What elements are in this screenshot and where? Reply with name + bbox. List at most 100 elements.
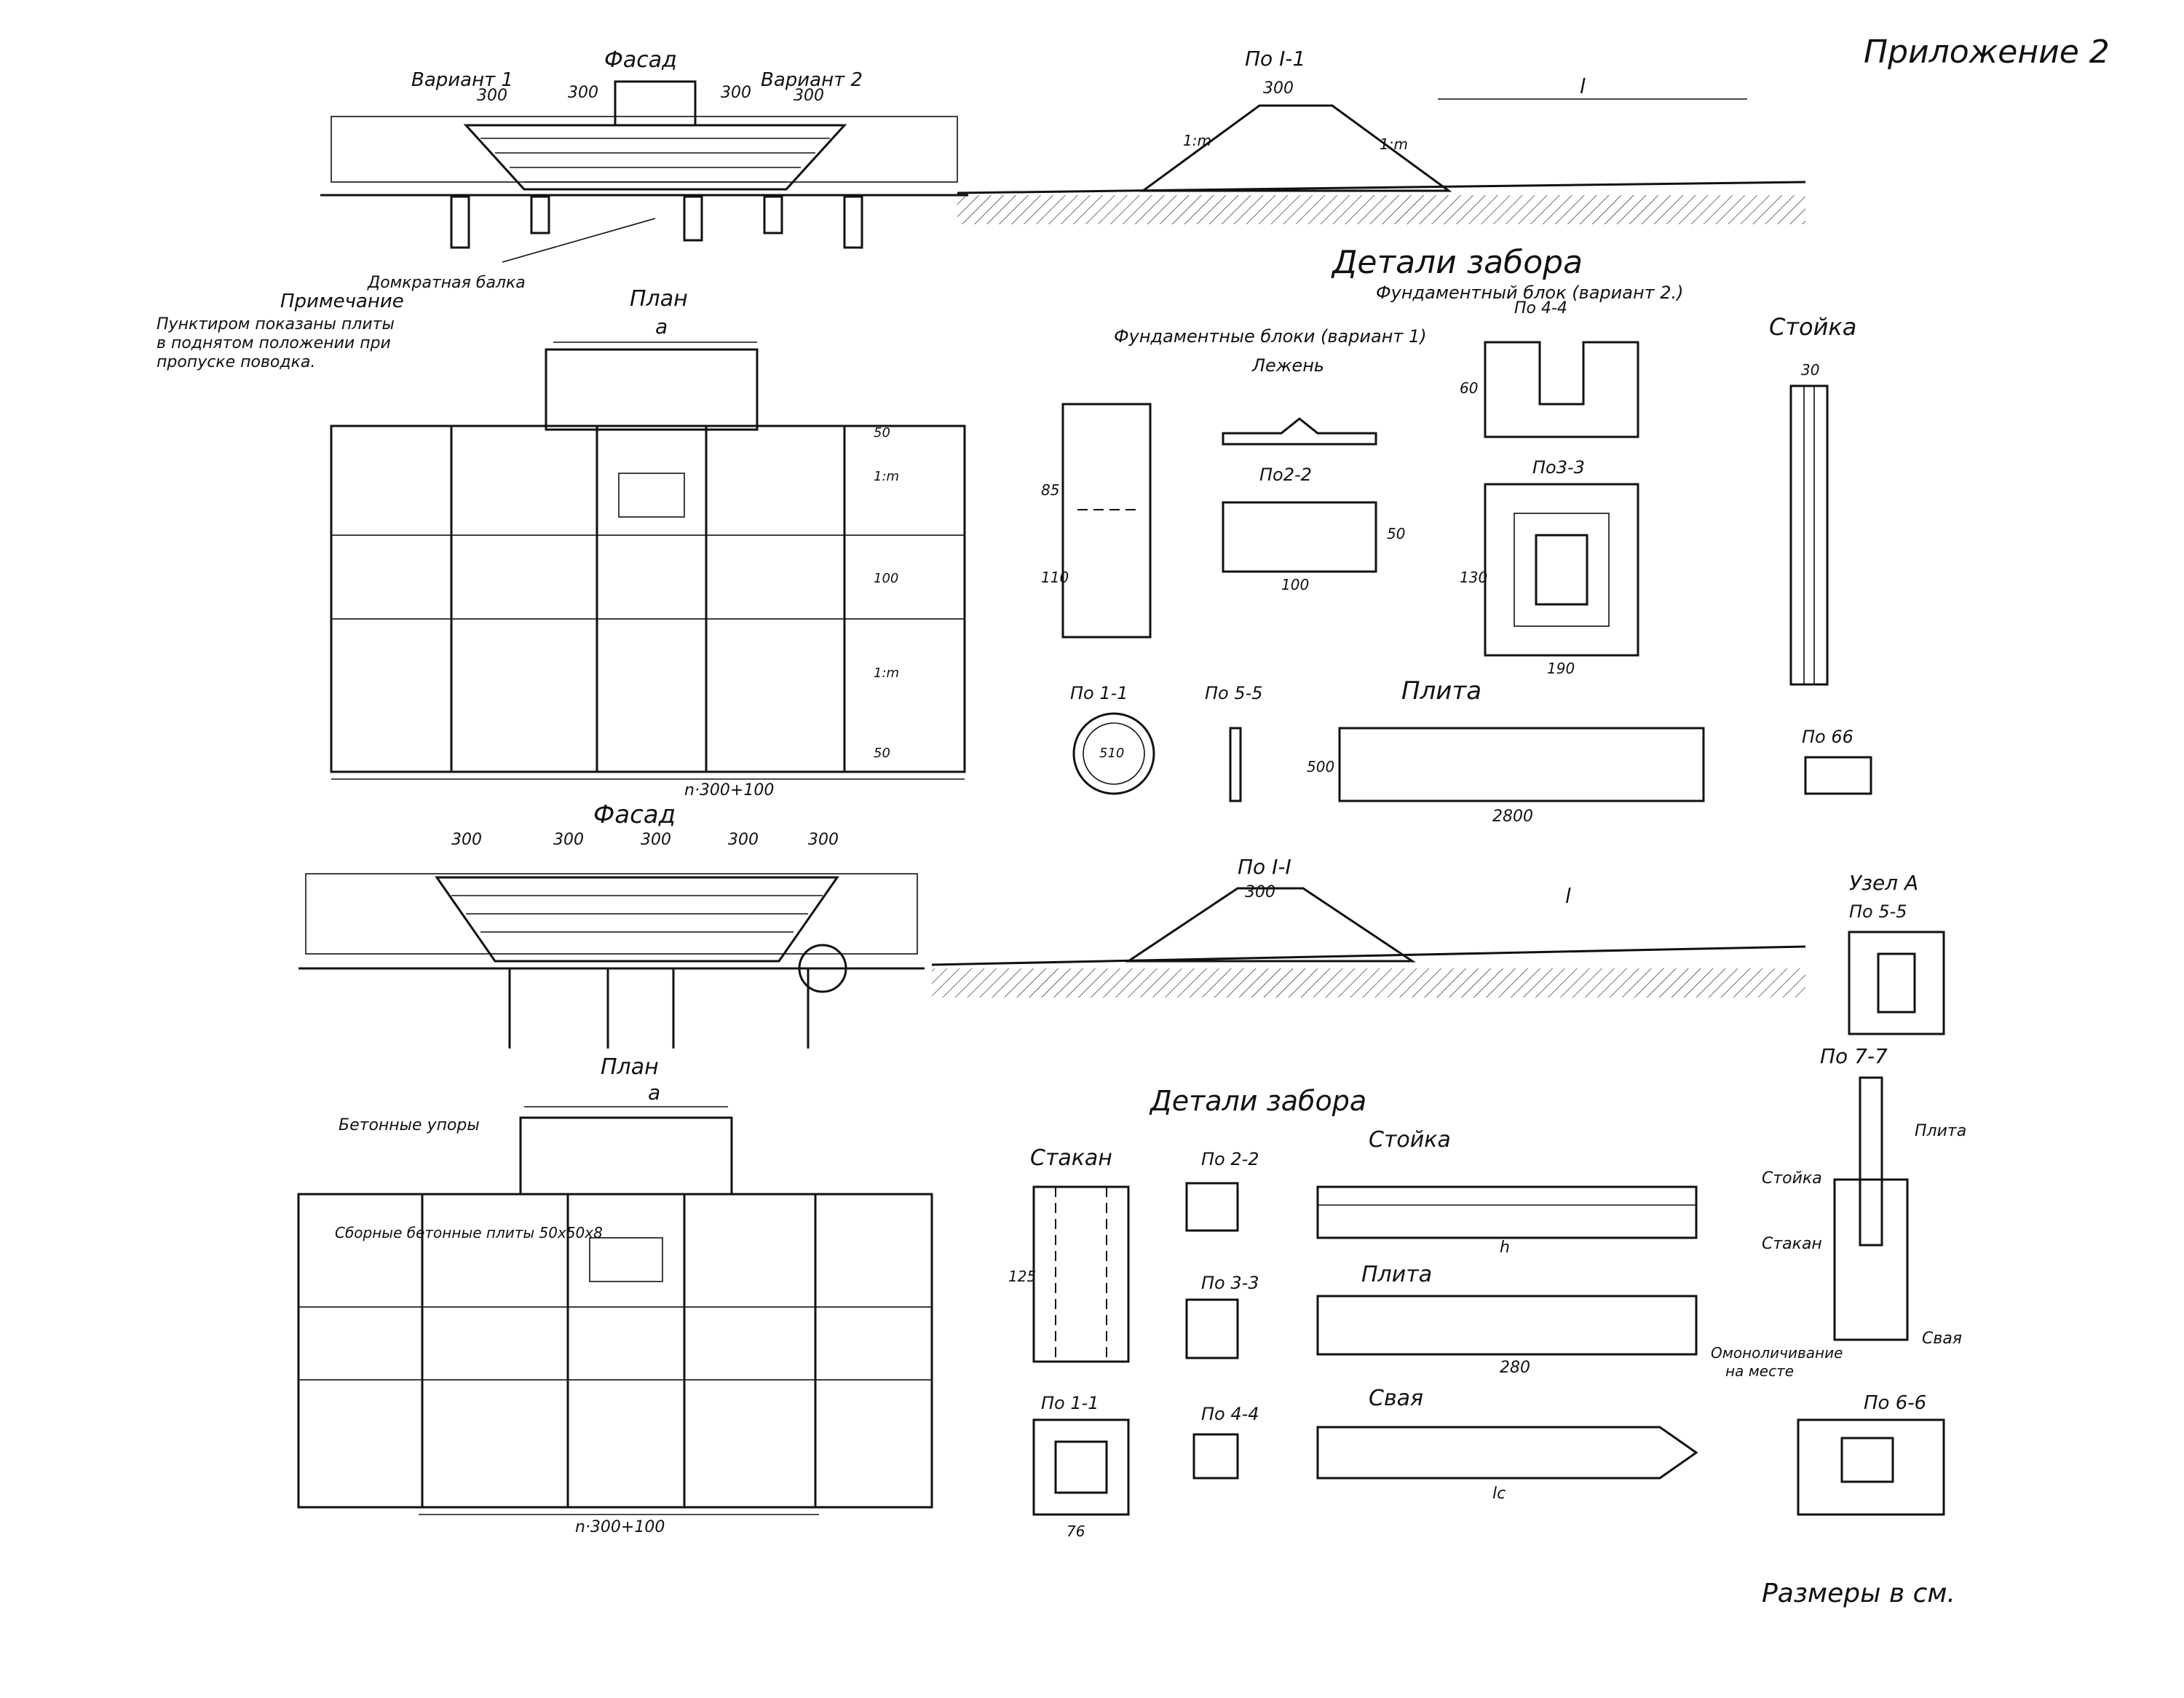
stoyka-label: Стойка: [1769, 313, 1856, 341]
node-a-marker: [798, 944, 847, 993]
plan-stop: [519, 1116, 733, 1196]
sec-33-shape: [1185, 1298, 1239, 1359]
sec-11-square: [1032, 1418, 1130, 1516]
ring-section: [1072, 712, 1155, 795]
note-block: Примечание Пунктиром показаны плиты в по…: [157, 291, 404, 371]
sec-22-shape: [1185, 1182, 1239, 1232]
plan-central-strip: [596, 424, 708, 773]
note-title: Примечание: [280, 291, 404, 312]
dim-2800: 2800: [1492, 807, 1533, 826]
svaya-label: Свая: [1369, 1386, 1423, 1411]
dim-130: 130: [1460, 569, 1487, 586]
gate-opening: [435, 876, 839, 963]
top-section: По I-1 300 l 1:m 1:m: [957, 47, 1806, 224]
sec-77-stakan: [1833, 1178, 1909, 1341]
soil-hatch: [957, 195, 1805, 224]
dim-60: 60: [1460, 379, 1478, 397]
dim-300: 300: [721, 84, 751, 102]
plan-bottom-dim: n·300+100: [684, 781, 774, 799]
dim-300: 300: [451, 831, 482, 849]
dim-30: 30: [1801, 361, 1819, 379]
plan-side-dim: 1:m: [874, 666, 899, 681]
bottom-facade: Фасад 300 300 300 300 300: [298, 800, 925, 1049]
sec-44-label: По 4-4: [1514, 299, 1567, 317]
sec-77-label: По 7-7: [1820, 1044, 1888, 1068]
bottom-section-title: По I-I: [1238, 855, 1291, 879]
sec-55-label: По 5-5: [1205, 683, 1263, 703]
dim-110: 110: [1041, 569, 1069, 586]
dim-100: 100: [1281, 576, 1309, 593]
sec-44-square: [1192, 1433, 1239, 1480]
sec-33-outer: [1484, 483, 1639, 657]
dim-280: 280: [1500, 1359, 1530, 1377]
leader-jack: [502, 218, 656, 263]
plan-stop: [545, 348, 759, 431]
sec-11-socket: [1054, 1440, 1108, 1494]
gate-plates: [480, 138, 830, 183]
piles: [450, 195, 863, 249]
gate-plates: [451, 895, 823, 933]
units-note: Размеры в см.: [1762, 1579, 1955, 1608]
dim-510: 510: [1099, 746, 1124, 761]
sec-66-shape: [1804, 756, 1872, 795]
soil-hatch: [932, 968, 1805, 998]
dim-300: 300: [808, 831, 839, 849]
top-section-title: По I-1: [1245, 47, 1305, 71]
node-a-title: Узел А: [1849, 871, 1918, 895]
dim-500: 500: [1307, 758, 1334, 775]
dim-300: 300: [641, 831, 671, 849]
details2-title: Детали забора: [1149, 1085, 1366, 1117]
plan-embankment: [330, 424, 966, 773]
top-facade: Фасад Вариант 1 Вариант 2 300 300 300 30…: [320, 47, 968, 292]
plan-bottom-dim: n·300+100: [575, 1518, 665, 1536]
details-1: Детали забора Фундаментный блок (вариант…: [1041, 244, 1872, 826]
lezhen-label: Лежень: [1251, 355, 1324, 376]
lbl-stakan: Стакан: [1762, 1235, 1822, 1253]
found-block-v1: [1061, 403, 1152, 639]
top-plan-title: План: [630, 286, 688, 312]
top-facade-title: Фасад: [604, 47, 677, 73]
bottom-section: По I-I 300 l Узел А По 5-5: [931, 855, 1945, 1035]
found-v2-label: Фундаментный блок (вариант 2.): [1376, 283, 1684, 303]
sec-33-label: По 3-3: [1201, 1273, 1259, 1293]
plita-label: Плита: [1401, 676, 1481, 706]
plan-side-dim: 50: [874, 425, 890, 441]
plan-central-strip: [566, 1193, 686, 1509]
sec-11-label: По 1-1: [1070, 683, 1128, 703]
sec-22-label: По 2-2: [1201, 1149, 1259, 1169]
stoyka-beam: [1316, 1185, 1698, 1239]
dim-76: 76: [1067, 1523, 1085, 1540]
ground-line: [957, 181, 1806, 194]
plan-side-dim: 50: [874, 746, 890, 761]
dim-300: 300: [794, 87, 824, 105]
plita2-label: Плита: [1361, 1262, 1432, 1287]
on-site-label: на месте: [1725, 1362, 1794, 1380]
note-line: пропуске поводка.: [157, 353, 315, 371]
note-line: в поднятом положении при: [157, 334, 391, 352]
sec-77-post: [1859, 1076, 1883, 1247]
piles: [508, 968, 810, 1049]
ring-inner: [1083, 722, 1145, 785]
stoyka2-label: Стойка: [1369, 1127, 1451, 1153]
embankment-section: [1139, 104, 1452, 192]
found-block-v2-section: [1484, 341, 1639, 438]
node-a-block: [1848, 931, 1945, 1035]
node-a-sec: По 5-5: [1849, 901, 1907, 922]
slope-label: 1:m: [1380, 135, 1408, 153]
lezhen-beam: [1222, 417, 1377, 446]
plan-grid: [589, 1237, 663, 1282]
plan-a-label: a: [655, 315, 668, 339]
embankment-section: [1125, 887, 1416, 963]
dim-300: 300: [553, 831, 584, 849]
sec-11-label: По 1-1: [1041, 1393, 1099, 1413]
sec-66-label: По 66: [1802, 727, 1853, 747]
bottom-section-dim: 300: [1245, 883, 1275, 901]
precast-plates-label: Сборные бетонные плиты 50х50х8: [335, 1224, 603, 1241]
plan-grid: [618, 473, 685, 518]
plan-a-label: a: [648, 1081, 660, 1105]
plan-side-dim: 1:m: [874, 469, 899, 484]
plita-plate: [1316, 1295, 1698, 1356]
stakan-body: [1032, 1185, 1130, 1363]
embankment-wall: [305, 873, 918, 955]
lbl-plita: Плита: [1915, 1122, 1966, 1140]
